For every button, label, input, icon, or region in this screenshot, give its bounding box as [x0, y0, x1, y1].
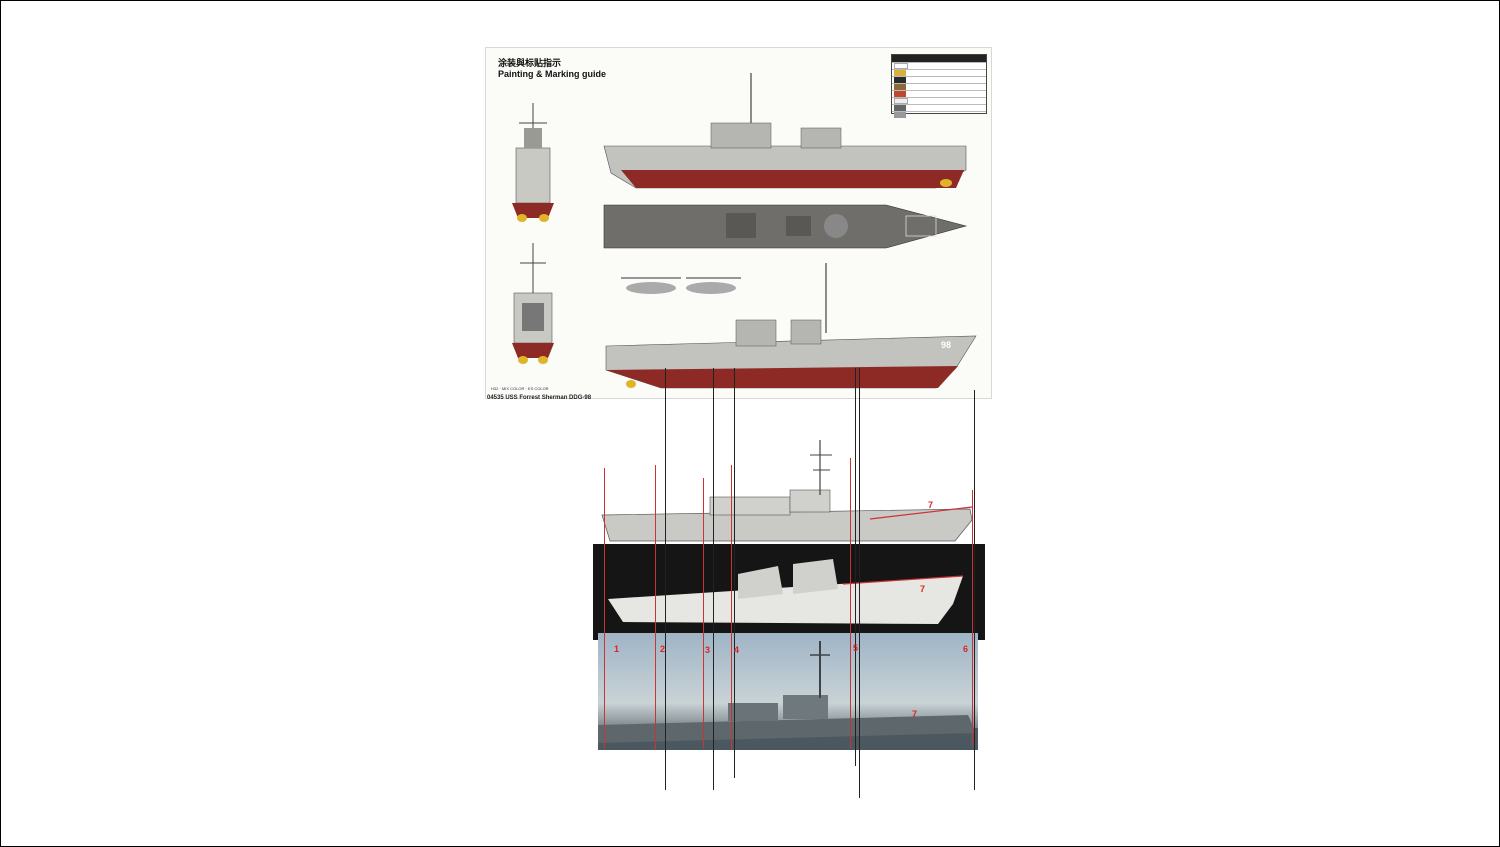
alignment-line-a	[665, 368, 666, 790]
marker-7-model: 7	[920, 584, 926, 594]
guide-title-chinese: 涂装與标贴指示	[498, 59, 562, 69]
bow-view-illustration	[512, 103, 554, 222]
ship-photo-panel	[598, 633, 978, 750]
hull-number-label: 98	[941, 340, 951, 350]
marker-7-photo: 7	[912, 709, 918, 719]
marker-1: 1	[614, 644, 620, 654]
deck-plan-illustration	[603, 204, 968, 249]
reference-line-5	[850, 458, 851, 748]
port-profile-illustration: 98	[605, 263, 977, 389]
marker-7-drawing: 7	[928, 500, 934, 510]
model-photo-panel	[593, 544, 985, 640]
alignment-line-c	[734, 368, 735, 778]
side-profile-illustration	[603, 73, 967, 189]
stern-view-illustration	[512, 243, 554, 364]
color-table	[891, 54, 987, 118]
marker-5: 5	[853, 643, 859, 653]
line-drawing-panel	[601, 440, 973, 542]
guide-drawings: 98	[512, 73, 977, 389]
painting-guide-sheet: 涂装與标贴指示 Painting & Marking guide	[485, 47, 992, 399]
reference-line-4	[731, 465, 732, 750]
reference-line-2	[655, 465, 656, 750]
reference-line-1	[604, 468, 605, 748]
alignment-line-f	[974, 390, 975, 790]
legend-note: H32 · MIX COLOR · ES COLOR	[491, 386, 549, 391]
marker-6: 6	[963, 644, 969, 654]
guide-caption: 04535 USS Forrest Sherman DDG-98	[487, 395, 592, 401]
reference-line-3	[703, 478, 704, 748]
marker-2: 2	[660, 644, 666, 654]
guide-title: Painting & Marking guide	[498, 69, 607, 79]
alignment-line-d	[855, 368, 856, 766]
alignment-line-e	[859, 368, 860, 798]
marker-3: 3	[705, 645, 711, 655]
helicopter-illustrations	[621, 277, 741, 294]
reference-line-6	[972, 490, 973, 745]
alignment-line-b	[713, 368, 714, 790]
marker-4: 4	[734, 645, 740, 655]
